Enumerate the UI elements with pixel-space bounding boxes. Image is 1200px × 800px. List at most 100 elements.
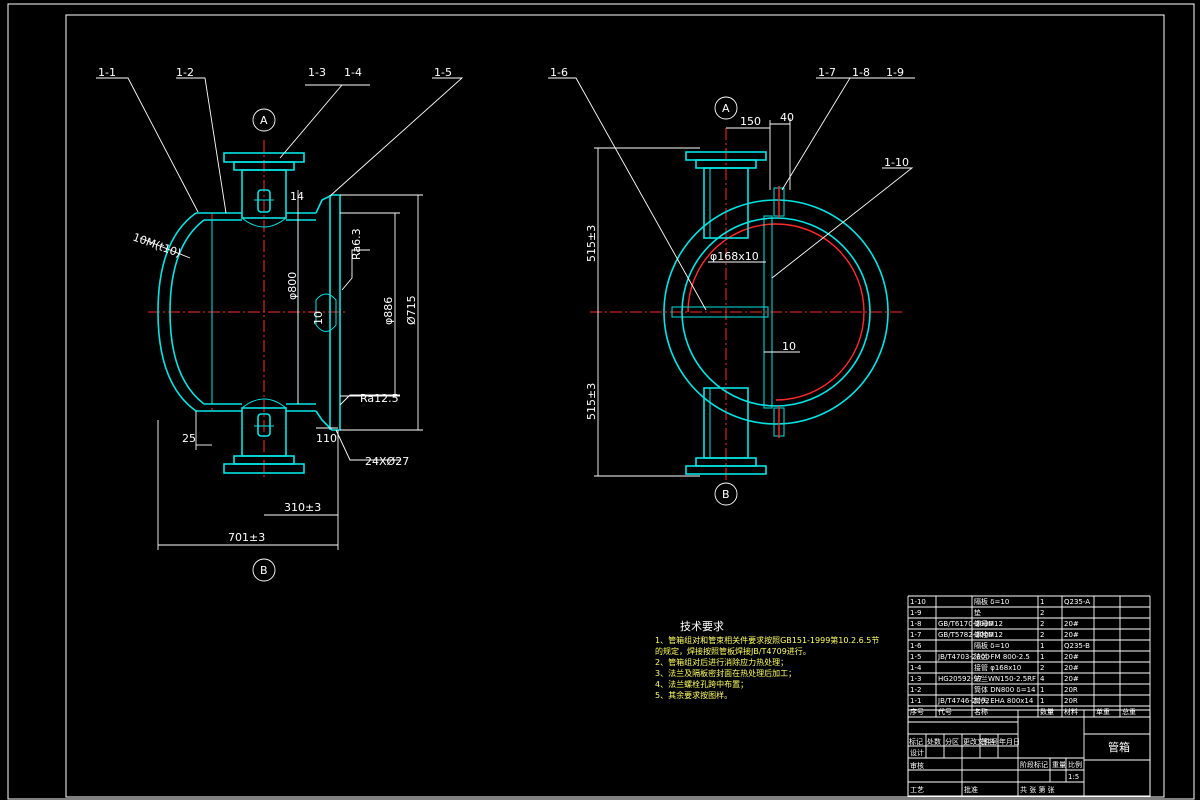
view-marker-a-right: [714, 96, 738, 120]
bom-cell: 1-3: [910, 675, 921, 683]
bom-cell: Q235-A: [1064, 598, 1090, 606]
dim-310: 310±3: [284, 501, 321, 514]
bom-cell: 20R: [1064, 697, 1078, 705]
bom-header-cell: 数量: [1040, 707, 1054, 716]
bom-header-cell: 代号: [938, 707, 952, 716]
bom-header-cell: 名称: [974, 707, 988, 716]
bom-cell: 1: [1040, 697, 1044, 705]
bom-cell: 20#: [1064, 653, 1079, 661]
view-a-right-label: A: [722, 102, 730, 115]
dim-701: 701±3: [228, 531, 265, 544]
bom-cell: 2: [1040, 609, 1044, 617]
tb-approve: 批准: [964, 785, 978, 794]
tb-label-sign: 签名: [981, 737, 995, 746]
dim-25: 25: [182, 432, 196, 445]
left-view: 701±3 310±3 25 110 14 φ800 φ886 Ø715 Ra6…: [96, 66, 464, 582]
bom-cell: 隔板 δ=10: [974, 641, 1009, 650]
tb-label-mark: 标记: [909, 737, 923, 746]
bom-cell: Q235-B: [1064, 642, 1090, 650]
bom-cell: 1-10: [910, 598, 926, 606]
bom-header-cell: 材料: [1064, 707, 1078, 716]
bom-cell: 20#: [1064, 631, 1079, 639]
bom-cell: 20R: [1064, 686, 1078, 694]
bom-cell: 1: [1040, 686, 1044, 694]
tech-requirements: 技术要求 1、管箱组对和管束相关件要求按照GB151-1999第10.2.6.5…: [655, 620, 879, 700]
bom-cell: 1-6: [910, 642, 922, 650]
bom-cell: 2: [1040, 631, 1044, 639]
callout-1-1: 1-1: [98, 66, 116, 79]
bom-cell: JB/T4703-2000: [937, 653, 990, 661]
bom-cell: 1-5: [910, 653, 921, 661]
view-b-left-label: B: [260, 564, 268, 577]
tech-line-3: 2、管箱组对后进行消除应力热处理；: [655, 657, 788, 667]
dim-515-bottom: 515±3: [585, 383, 598, 420]
view-marker-a-left: [252, 108, 276, 132]
tb-part-name: 管箱: [1108, 740, 1130, 754]
tech-line-6: 5、其余要求按图样。: [655, 690, 732, 700]
tb-label-count: 处数: [927, 737, 941, 746]
bom-cell: 1-9: [910, 609, 921, 617]
bom-cell: 垫: [974, 608, 981, 617]
bom-cell: 20#: [1064, 664, 1079, 672]
callout-1-7: 1-7: [818, 66, 836, 79]
bom-cell: GB/T6170-2000: [938, 620, 993, 628]
bom-cell: 1: [1040, 598, 1044, 606]
tb-review: 审核: [910, 761, 924, 770]
right-view: 515±3 515±3 150 40 φ168x10 10 1-6 1-7 1-…: [548, 66, 915, 506]
callout-1-6: 1-6: [550, 66, 568, 79]
tech-line-4: 3、法兰及隔板密封面在热处理后加工；: [655, 668, 796, 678]
bom-cell: 1-4: [910, 664, 922, 672]
bom-cell: 4: [1040, 675, 1045, 683]
title-block: 标记 处数 分区 更改文件号 签名 年月日 设计 审核 工艺 批准 阶段标记 重…: [907, 709, 1151, 797]
bom-cell: 封头 EHA 800x14: [974, 696, 1034, 705]
ra125: Ra12.5: [360, 392, 399, 405]
bom-cell: 1-2: [910, 686, 921, 694]
bom-cell: 1-8: [910, 620, 921, 628]
tech-line-1: 1、管箱组对和管束相关件要求按照GB151-1999第10.2.6.5节: [655, 635, 879, 645]
tb-ratio: 比例: [1068, 760, 1082, 769]
ra63: Ra6.3: [350, 228, 363, 260]
dim-phi800: φ800: [286, 272, 299, 300]
tb-label-change: 更改文件号: [963, 737, 998, 746]
bom-cell: 法兰-FM 800-2.5: [974, 652, 1030, 661]
bom-cell: GB/T5782-2000: [938, 631, 993, 639]
bom-header-cell: 序号: [910, 707, 924, 716]
tb-label-zone: 分区: [945, 737, 959, 746]
callout-1-10: 1-10: [884, 156, 909, 169]
dim-phi886: φ886: [382, 297, 395, 325]
holes: 24XØ27: [365, 455, 409, 468]
dim-10-right: 10: [782, 340, 796, 353]
bom-cell: 2: [1040, 664, 1044, 672]
bom-cell: 螺母M12: [974, 619, 1003, 628]
callout-1-5: 1-5: [434, 66, 452, 79]
outer-border: [7, 3, 1195, 800]
tech-line-5: 4、法兰螺栓孔跨中布置；: [655, 679, 748, 689]
bom-cell: 接管 φ168x10: [974, 663, 1021, 672]
tb-label-date: 年月日: [999, 737, 1020, 746]
bom-cell: 1: [1040, 642, 1044, 650]
tb-stage: 阶段标记: [1020, 760, 1048, 769]
bom-cell: 20#: [1064, 675, 1079, 683]
view-marker-b-left: [252, 558, 276, 582]
bom-cell: JB/T4746-2002: [937, 697, 990, 705]
dim-14: 14: [290, 190, 304, 203]
callout-1-3: 1-3: [308, 66, 326, 79]
callout-1-9: 1-9: [886, 66, 904, 79]
bom-cell: 螺栓M12: [974, 630, 1003, 639]
bom-cell: 筒体 DN800 δ=14: [974, 685, 1036, 694]
bom-cell: 隔板 δ=10: [974, 597, 1009, 606]
bom-cell: 20#: [1064, 620, 1079, 628]
bom-header-cell: 单重: [1096, 707, 1110, 716]
bom-header-cell: 总重: [1122, 707, 1136, 716]
tech-title: 技术要求: [680, 620, 724, 633]
callout-1-2: 1-2: [176, 66, 194, 79]
tb-scale: 1:5: [1068, 773, 1079, 781]
callout-1-4: 1-4: [344, 66, 362, 79]
bom-cell: HG20592-97: [938, 675, 982, 683]
dim-40: 40: [780, 111, 794, 124]
tb-weight: 重量: [1052, 761, 1066, 769]
view-a-left-label: A: [260, 114, 268, 127]
bom-cell: 法兰WN150-2.5RF: [974, 674, 1036, 683]
